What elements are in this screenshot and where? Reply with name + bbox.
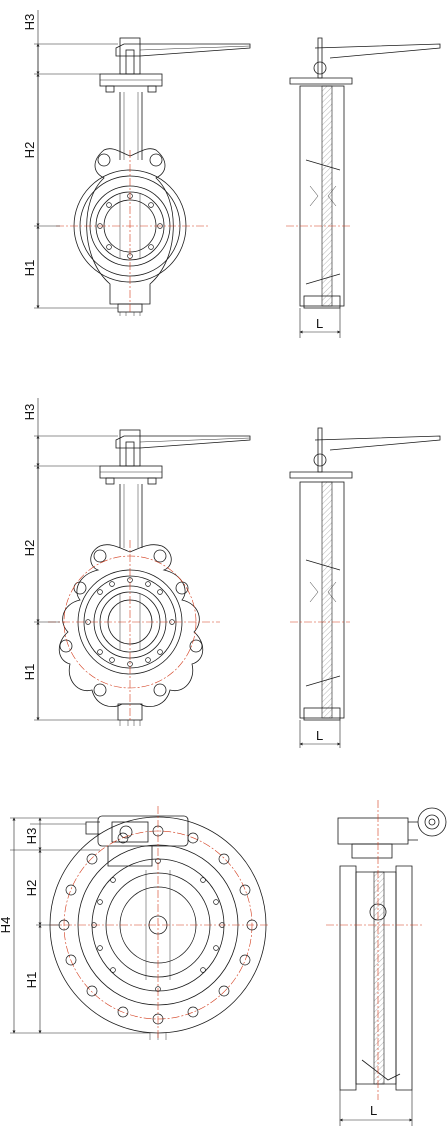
flange-h3-label: H3	[24, 828, 39, 845]
flange-l-label: L	[370, 1103, 377, 1118]
flange-h2-label: H2	[24, 880, 39, 897]
wafer-h1-label: H1	[22, 260, 37, 277]
lug-bolt-circle	[85, 577, 175, 667]
wafer-side-view	[286, 37, 441, 309]
wafer-front-view	[56, 37, 251, 316]
lug-front-view	[48, 429, 251, 726]
wafer-dimensions: H3 H2 H1 L	[22, 10, 341, 338]
wafer-h3-label: H3	[22, 14, 37, 31]
wafer-l-label: L	[316, 316, 323, 331]
lug-h3-label: H3	[22, 404, 37, 421]
flange-h1-label: H1	[24, 972, 39, 989]
lug-h1-label: H1	[22, 664, 37, 681]
lug-dimensions: H3 H2 H1 L	[22, 398, 341, 748]
lug-h2-label: H2	[22, 540, 37, 557]
wafer-h2-label: H2	[22, 142, 37, 159]
lug-l-label: L	[316, 728, 323, 743]
flange-front-view	[30, 806, 268, 1040]
flange-dimensions: H3 H2 H1 H4 L	[0, 817, 413, 1126]
flange-side-view	[326, 800, 447, 1100]
lug-ears	[59, 549, 203, 697]
flange-h4-label: H4	[0, 917, 13, 934]
lug-side-view	[289, 427, 441, 721]
